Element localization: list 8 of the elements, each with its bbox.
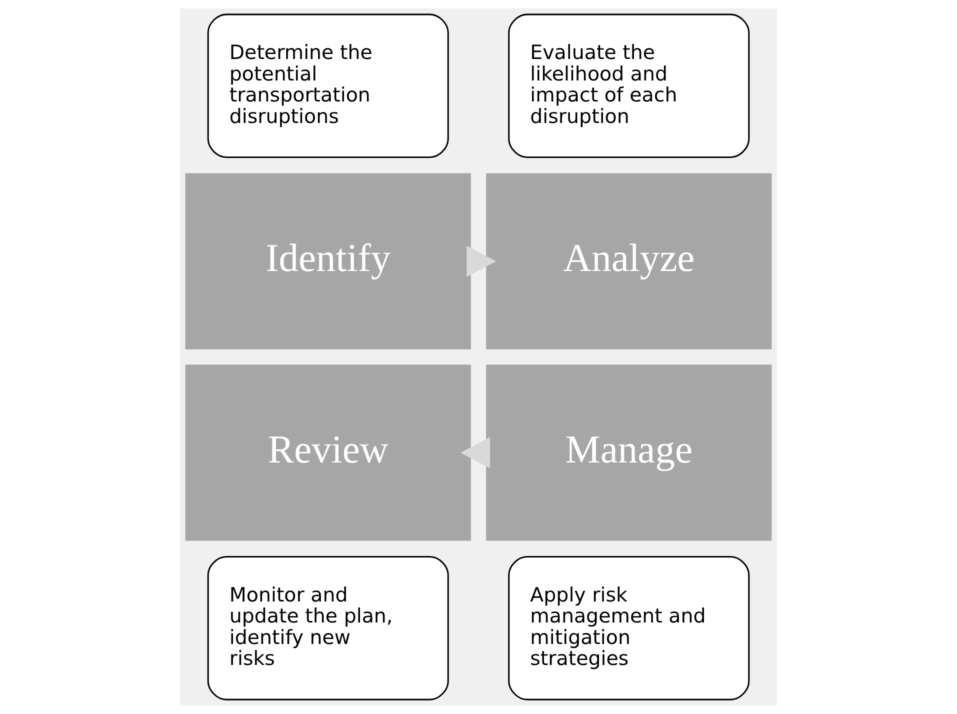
node-box: Evaluate the likelihood and impact of each disruption [508, 14, 750, 158]
arrow [460, 437, 490, 468]
node-box: Analyze [486, 173, 772, 350]
node-box: Determine the potential transportation disruptions [207, 14, 449, 158]
node-box: Review [185, 364, 471, 541]
node-box: Apply risk management and mitigation strategies [508, 556, 750, 700]
arrow [466, 246, 496, 277]
node-box: Monitor and update the plan, identify new risks [207, 556, 449, 700]
